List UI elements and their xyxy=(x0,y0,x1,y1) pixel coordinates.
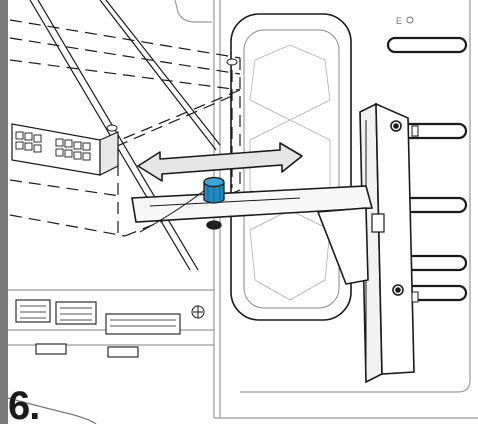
support-arm xyxy=(131,185,385,285)
lower-board xyxy=(15,299,181,358)
double-arrow-icon xyxy=(137,142,303,182)
panel-stamp: E xyxy=(396,16,402,26)
step-number: 6. xyxy=(8,384,40,428)
ground-symbol-icon xyxy=(191,305,205,319)
step-callout xyxy=(7,397,97,425)
slot-fasteners xyxy=(411,125,419,303)
drive-connector xyxy=(11,123,119,176)
mounting-bracket xyxy=(359,102,415,384)
adjustment-knob-icon xyxy=(203,176,225,230)
bolt-icon xyxy=(106,58,238,132)
left-frame-border xyxy=(0,0,8,424)
drive-outline-dashed xyxy=(9,19,241,237)
